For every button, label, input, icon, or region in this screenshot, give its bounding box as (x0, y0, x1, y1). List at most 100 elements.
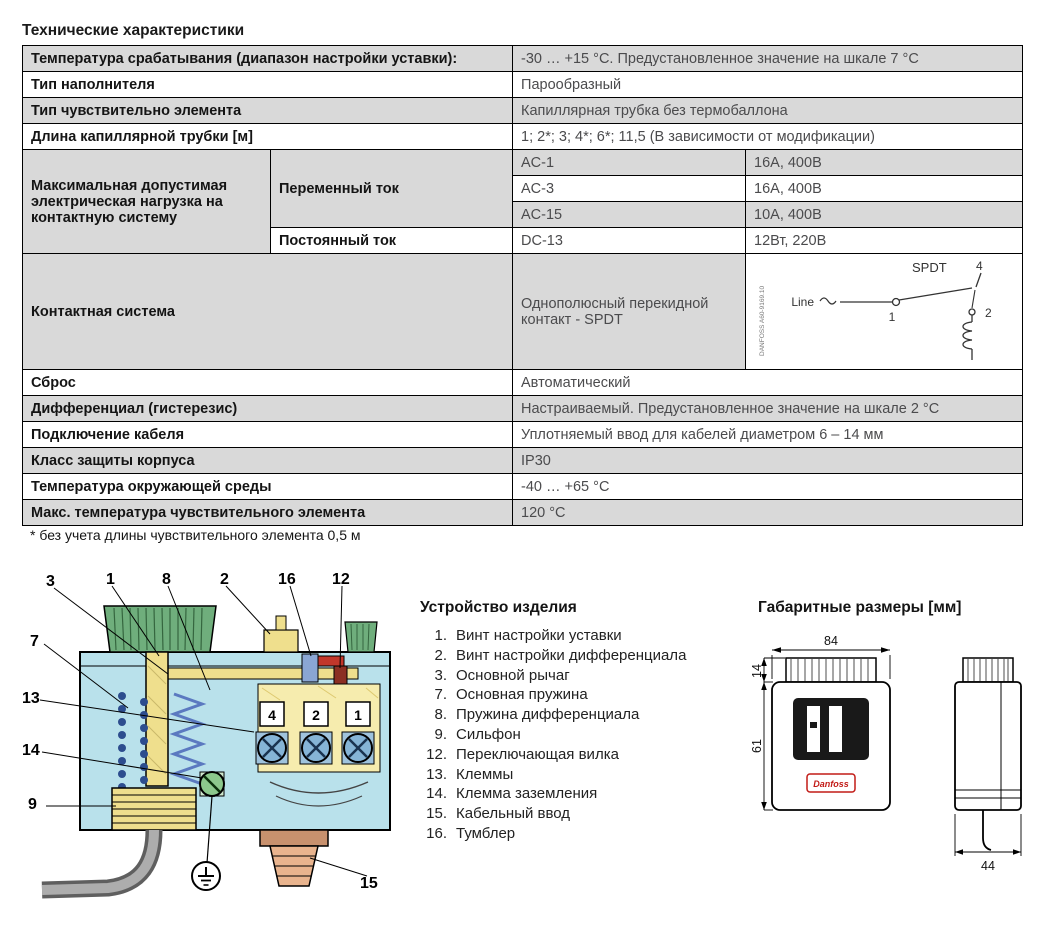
spdt-diagram-cell: SPDT 4 Line 1 2 (745, 253, 1024, 370)
spec-value: Капиллярная трубка без термобаллона (512, 97, 1024, 124)
item-number: 7. (434, 686, 447, 704)
table-row: Класс защиты корпуса IP30 (21, 447, 1024, 474)
terminal-plate-4: 4 (268, 707, 276, 723)
callout-16: 16 (278, 571, 296, 588)
dim-body-height: 61 (750, 739, 764, 753)
spec-value: AC-3 (512, 175, 747, 202)
list-item: 1. Винт настройки уставки (420, 626, 755, 646)
table-row: Тип наполнителя Парообразный (21, 71, 1024, 98)
callout-9: 9 (28, 796, 37, 813)
item-label: Переключающая вилка (456, 745, 619, 763)
spec-label: Сброс (21, 369, 514, 396)
device-cutaway-diagram: 4 2 1 (22, 571, 391, 899)
spec-table: Температура срабатывания (диапазон настр… (21, 45, 1024, 526)
list-item: 3. Основной рычаг (420, 666, 755, 686)
spec-label: Класс защиты корпуса (21, 447, 514, 474)
callout-14: 14 (22, 742, 40, 759)
table-row: AC-3 16A, 400В (23, 175, 1024, 202)
spec-value: IP30 (512, 447, 1024, 474)
spec-value: 120 °C (512, 499, 1024, 526)
item-label: Пружина дифференциала (456, 706, 640, 724)
terminal-2-label: 2 (985, 306, 992, 320)
spec-value: 1; 2*; 3; 4*; 6*; 11,5 (В зависимости от… (512, 123, 1024, 150)
callout-leader-lines (39, 585, 368, 877)
table-row: AC-15 10A, 400В (23, 201, 1024, 228)
item-label: Сильфон (456, 725, 521, 743)
spec-value: 10A, 400В (745, 201, 1024, 228)
item-number: 3. (434, 666, 447, 684)
bellows (111, 787, 197, 831)
spec-label: Макс. температура чувствительного элемен… (21, 499, 514, 526)
spec-label: Тип наполнителя (21, 71, 514, 98)
spdt-label: SPDT (912, 260, 947, 275)
table-row: Дифференциал (гистерезис) Настраиваемый.… (21, 395, 1024, 422)
differential-spring (169, 692, 207, 786)
spec-label: Температура окружающей среды (21, 473, 514, 500)
switching-fork (317, 655, 345, 667)
main-lever (167, 667, 359, 680)
terminal-4-label: 4 (976, 259, 983, 273)
spec-value: -40 … +65 °C (512, 473, 1024, 500)
table-row: Длина капиллярной трубки [м] 1; 2*; 3; 4… (21, 123, 1024, 150)
item-number: 1. (434, 627, 447, 644)
list-item: 8. Пружина дифференциала (420, 705, 755, 725)
callout-12: 12 (332, 571, 350, 588)
item-number: 13. (426, 765, 447, 783)
callout-8: 8 (162, 571, 171, 588)
item-label: Винт настройки уставки (456, 627, 622, 644)
callout-7: 7 (30, 633, 39, 650)
spec-label: Длина капиллярной трубки [м] (21, 123, 514, 150)
spec-label: Дифференциал (гистерезис) (21, 395, 514, 422)
table-row: Сброс Автоматический (21, 369, 1024, 396)
spec-label: Тип чувствительно элемента (21, 97, 514, 124)
ground-symbol-icon (191, 795, 221, 891)
list-item: 12.Переключающая вилка (420, 745, 755, 765)
callout-13: 13 (22, 690, 40, 707)
spec-value: Парообразный (512, 71, 1024, 98)
spec-value: Однополюсный перекидной контакт - SPDT (512, 253, 747, 370)
table-row: Контактная система Однополюсный перекидн… (21, 253, 1024, 370)
differential-screw-head (275, 615, 287, 631)
main-spring (118, 692, 148, 791)
item-label: Клеммы (456, 765, 514, 783)
callout-2: 2 (220, 571, 229, 588)
table-row: Макс. температура чувствительного элемен… (21, 499, 1024, 526)
table-row: Максимальная допустимая электрическая на… (22, 149, 1024, 254)
list-item: 2.Винт настройки дифференциала (420, 646, 755, 666)
list-item: 15.Кабельный ввод (420, 804, 755, 824)
terminal-plate-1: 1 (354, 707, 362, 723)
list-item: 16. Тумблер (420, 824, 755, 844)
item-number: 16. (426, 824, 447, 842)
page-title: Технические характеристики (22, 22, 245, 39)
item-label: Тумблер (456, 824, 516, 842)
capillary-tube (982, 810, 992, 851)
item-number: 9. (434, 725, 447, 743)
item-label: Основной рычаг (456, 666, 570, 684)
spec-value: Уплотняемый ввод для кабелей диаметром 6… (512, 421, 1024, 448)
spec-value: Настраиваемый. Предустановленное значени… (512, 395, 1024, 422)
brand-logo (806, 773, 856, 793)
item-label: Кабельный ввод (456, 805, 571, 823)
tumbler (301, 653, 319, 683)
side-view (954, 657, 1022, 851)
list-item: 7.Основная пружина (420, 685, 755, 705)
item-label: Клемма заземления (456, 785, 598, 803)
table-row: Температура срабатывания (диапазон настр… (21, 45, 1024, 72)
dim-width: 84 (824, 634, 838, 648)
spdt-circuit-diagram: SPDT 4 Line 1 2 (759, 259, 992, 360)
front-view: Danfoss (771, 657, 891, 811)
terminal-1-contact (891, 297, 901, 307)
terminal-block: 4 2 1 (255, 683, 381, 807)
callout-15: 15 (360, 875, 378, 892)
item-number: 8. (434, 706, 447, 724)
spec-label: Контактная система (21, 253, 514, 370)
terminal-screws (255, 731, 375, 765)
terminal-plate-2: 2 (312, 707, 320, 723)
item-number: 2. (434, 646, 447, 664)
table-row: Тип чувствительно элемента Капиллярная т… (21, 97, 1024, 124)
spec-value: DC-13 (512, 227, 747, 254)
callout-1: 1 (106, 571, 115, 588)
terminal-2-contact (968, 308, 976, 316)
spec-value: AC-15 (512, 201, 747, 228)
